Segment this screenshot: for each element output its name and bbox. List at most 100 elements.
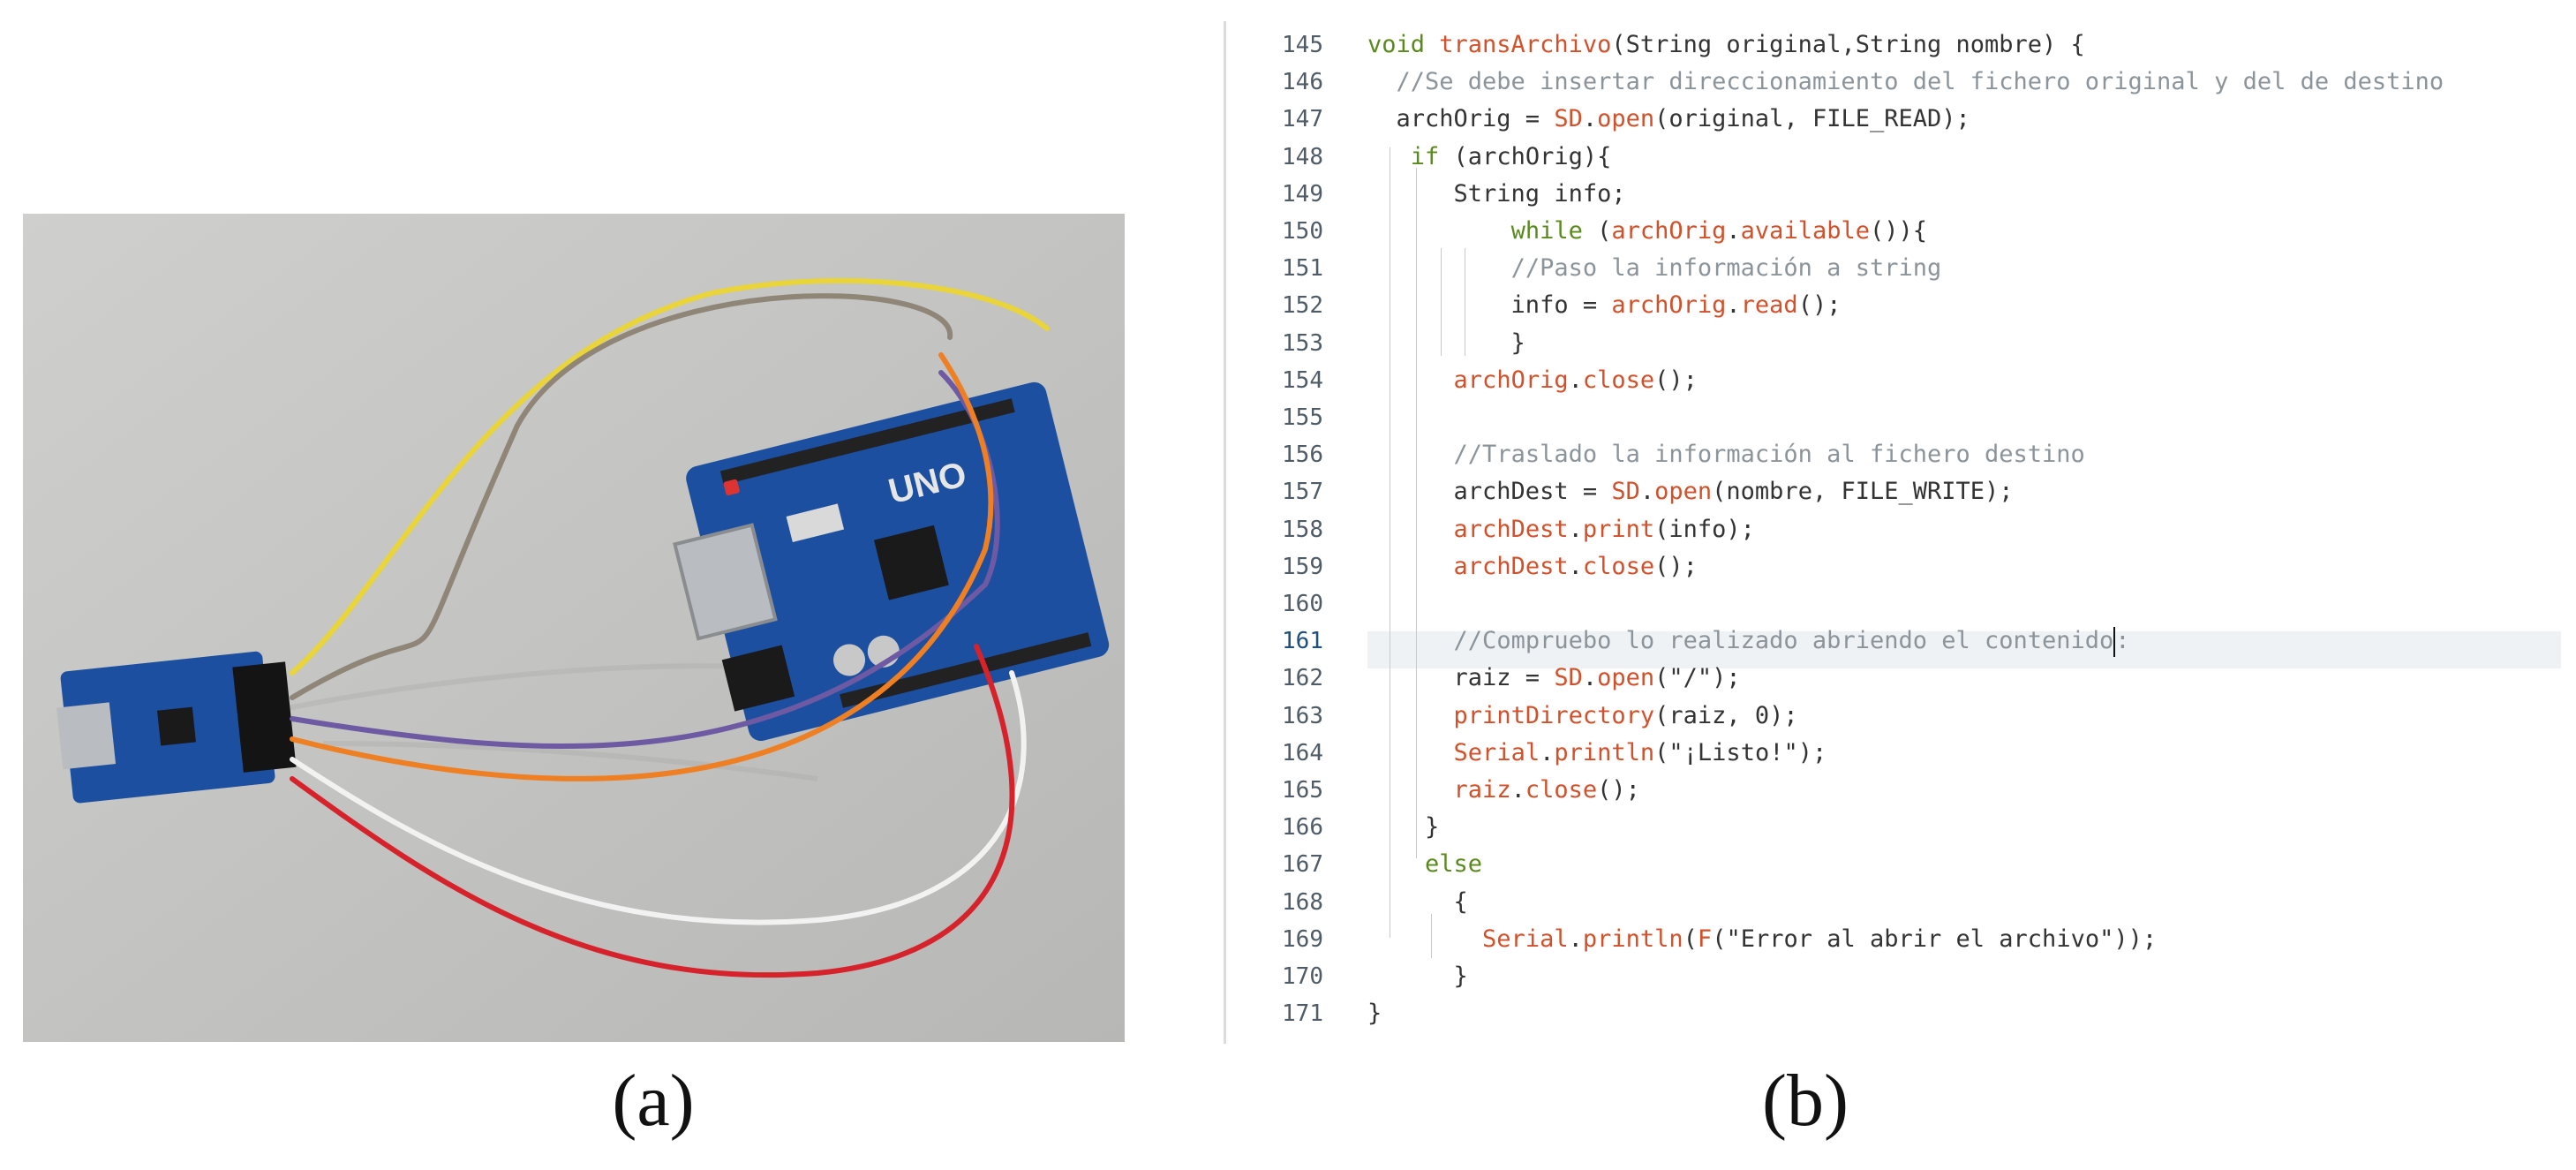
- code-token: info =: [1367, 291, 1612, 320]
- code-token: (original, FILE_READ);: [1654, 105, 1970, 133]
- code-token: SD: [1611, 478, 1640, 506]
- code-token: String info;: [1367, 179, 1626, 208]
- code-line[interactable]: while (archOrig.available()){: [1367, 213, 2561, 250]
- code-token: :: [2115, 627, 2130, 655]
- code-token: archDest: [1453, 515, 1569, 543]
- code-token: archOrig: [1611, 217, 1727, 245]
- arduino-uno-board: UNO: [673, 381, 1110, 742]
- text-cursor: [2113, 626, 2116, 657]
- code-token: (raiz, 0);: [1654, 701, 1798, 729]
- code-line[interactable]: archDest = SD.open(nombre, FILE_WRITE);: [1367, 473, 2561, 510]
- code-token: if: [1410, 142, 1440, 170]
- code-token: println: [1582, 925, 1683, 953]
- code-line[interactable]: {: [1367, 884, 2561, 921]
- code-line[interactable]: Serial.println("¡Listo!");: [1367, 735, 2561, 772]
- line-number: 154: [1282, 366, 1323, 394]
- code-token: }: [1367, 1000, 1382, 1028]
- code-line[interactable]: //Paso la información a string: [1367, 250, 2561, 287]
- code-token: F: [1697, 925, 1713, 953]
- line-number: 164: [1282, 739, 1323, 766]
- code-line[interactable]: }: [1367, 325, 2561, 362]
- code-token: [1367, 850, 1425, 878]
- code-line[interactable]: //Compruebo lo realizado abriendo el con…: [1367, 623, 2561, 660]
- code-token: SD: [1554, 105, 1583, 133]
- code-token: ("¡Listo!");: [1654, 738, 1827, 766]
- code-token: (: [1582, 217, 1612, 245]
- code-token: close: [1582, 366, 1655, 394]
- line-number: 167: [1282, 851, 1323, 879]
- code-line[interactable]: info = archOrig.read();: [1367, 287, 2561, 324]
- code-line[interactable]: String info;: [1367, 176, 2561, 213]
- code-line[interactable]: Serial.println(F("Error al abrir el arch…: [1367, 921, 2561, 958]
- code-token: .: [1582, 105, 1598, 133]
- code-line[interactable]: archDest.print(info);: [1367, 511, 2561, 548]
- code-token: .: [1568, 925, 1583, 953]
- code-line[interactable]: printDirectory(raiz, 0);: [1367, 698, 2561, 735]
- code-token: ("/");: [1654, 664, 1741, 692]
- code-token: //Paso la información a string: [1510, 254, 1942, 283]
- code-token: [1367, 217, 1511, 245]
- code-line[interactable]: }: [1367, 958, 2561, 995]
- code-token: //Se debe insertar direccionamiento del …: [1396, 68, 2444, 96]
- line-number: 163: [1282, 702, 1323, 729]
- code-token: [1367, 143, 1411, 170]
- code-line[interactable]: raiz = SD.open("/");: [1367, 660, 2561, 697]
- code-token: ()){: [1869, 217, 1928, 245]
- code-line[interactable]: else: [1367, 846, 2561, 883]
- code-line[interactable]: archOrig = SD.open(original, FILE_READ);: [1367, 101, 2561, 138]
- code-line[interactable]: //Traslado la información al fichero des…: [1367, 436, 2561, 473]
- code-token: [1367, 366, 1454, 394]
- code-line[interactable]: [1367, 399, 2561, 436]
- code-line[interactable]: [1367, 585, 2561, 623]
- code-token: [1367, 739, 1454, 766]
- code-line[interactable]: //Se debe insertar direccionamiento del …: [1367, 64, 2561, 101]
- code-token: printDirectory: [1453, 701, 1655, 729]
- line-number: 146: [1282, 69, 1323, 96]
- line-number: 161: [1282, 628, 1323, 655]
- code-token: (: [1683, 925, 1698, 953]
- code-token: .: [1568, 366, 1583, 394]
- code-token: ();: [1797, 291, 1842, 320]
- code-token: open: [1597, 664, 1655, 692]
- line-number: 162: [1282, 665, 1323, 692]
- code-token: [1367, 516, 1454, 543]
- code-line[interactable]: if (archOrig){: [1367, 139, 2561, 176]
- code-token: .: [1568, 552, 1583, 580]
- code-line[interactable]: }: [1367, 809, 2561, 846]
- code-token: println: [1554, 738, 1655, 766]
- code-token: Serial: [1453, 738, 1540, 766]
- line-number: 159: [1282, 553, 1323, 580]
- line-number: 169: [1282, 925, 1323, 953]
- line-number: 170: [1282, 963, 1323, 990]
- code-line[interactable]: archOrig.close();: [1367, 362, 2561, 399]
- code-token: open: [1654, 478, 1713, 506]
- code-token: else: [1425, 850, 1483, 879]
- line-number: 165: [1282, 777, 1323, 804]
- code-token: archOrig: [1453, 366, 1569, 394]
- code-token: [1367, 553, 1454, 580]
- line-number: 156: [1282, 442, 1323, 469]
- code-token: .: [1639, 478, 1655, 506]
- line-number: 145: [1282, 32, 1323, 58]
- caption-b: (b): [1762, 1060, 1849, 1142]
- code-token: [1367, 925, 1482, 953]
- code-token: while: [1510, 217, 1583, 245]
- code-token: (info);: [1654, 515, 1755, 543]
- code-line[interactable]: raiz.close();: [1367, 772, 2561, 809]
- code-token: archOrig =: [1367, 105, 1555, 133]
- code-token: //Traslado la información al fichero des…: [1453, 441, 2085, 469]
- jumper-wires: [290, 277, 1050, 978]
- line-number: 148: [1282, 143, 1323, 170]
- line-number: 150: [1282, 218, 1323, 245]
- code-line[interactable]: }: [1367, 995, 2561, 1032]
- code-line[interactable]: void transArchivo(String original,String…: [1367, 26, 2561, 64]
- code-token: raiz =: [1367, 664, 1555, 692]
- code-token: ("Error al abrir el archivo"));: [1712, 925, 2158, 953]
- code-editor[interactable]: 145 void transArchivo(String original,Str…: [1224, 21, 2561, 1044]
- code-token: {: [1367, 887, 1468, 916]
- code-token: }: [1367, 962, 1468, 990]
- line-number: 158: [1282, 516, 1323, 543]
- code-line[interactable]: archDest.close();: [1367, 548, 2561, 585]
- line-number: 168: [1282, 888, 1323, 916]
- sd-card-module: [56, 651, 297, 804]
